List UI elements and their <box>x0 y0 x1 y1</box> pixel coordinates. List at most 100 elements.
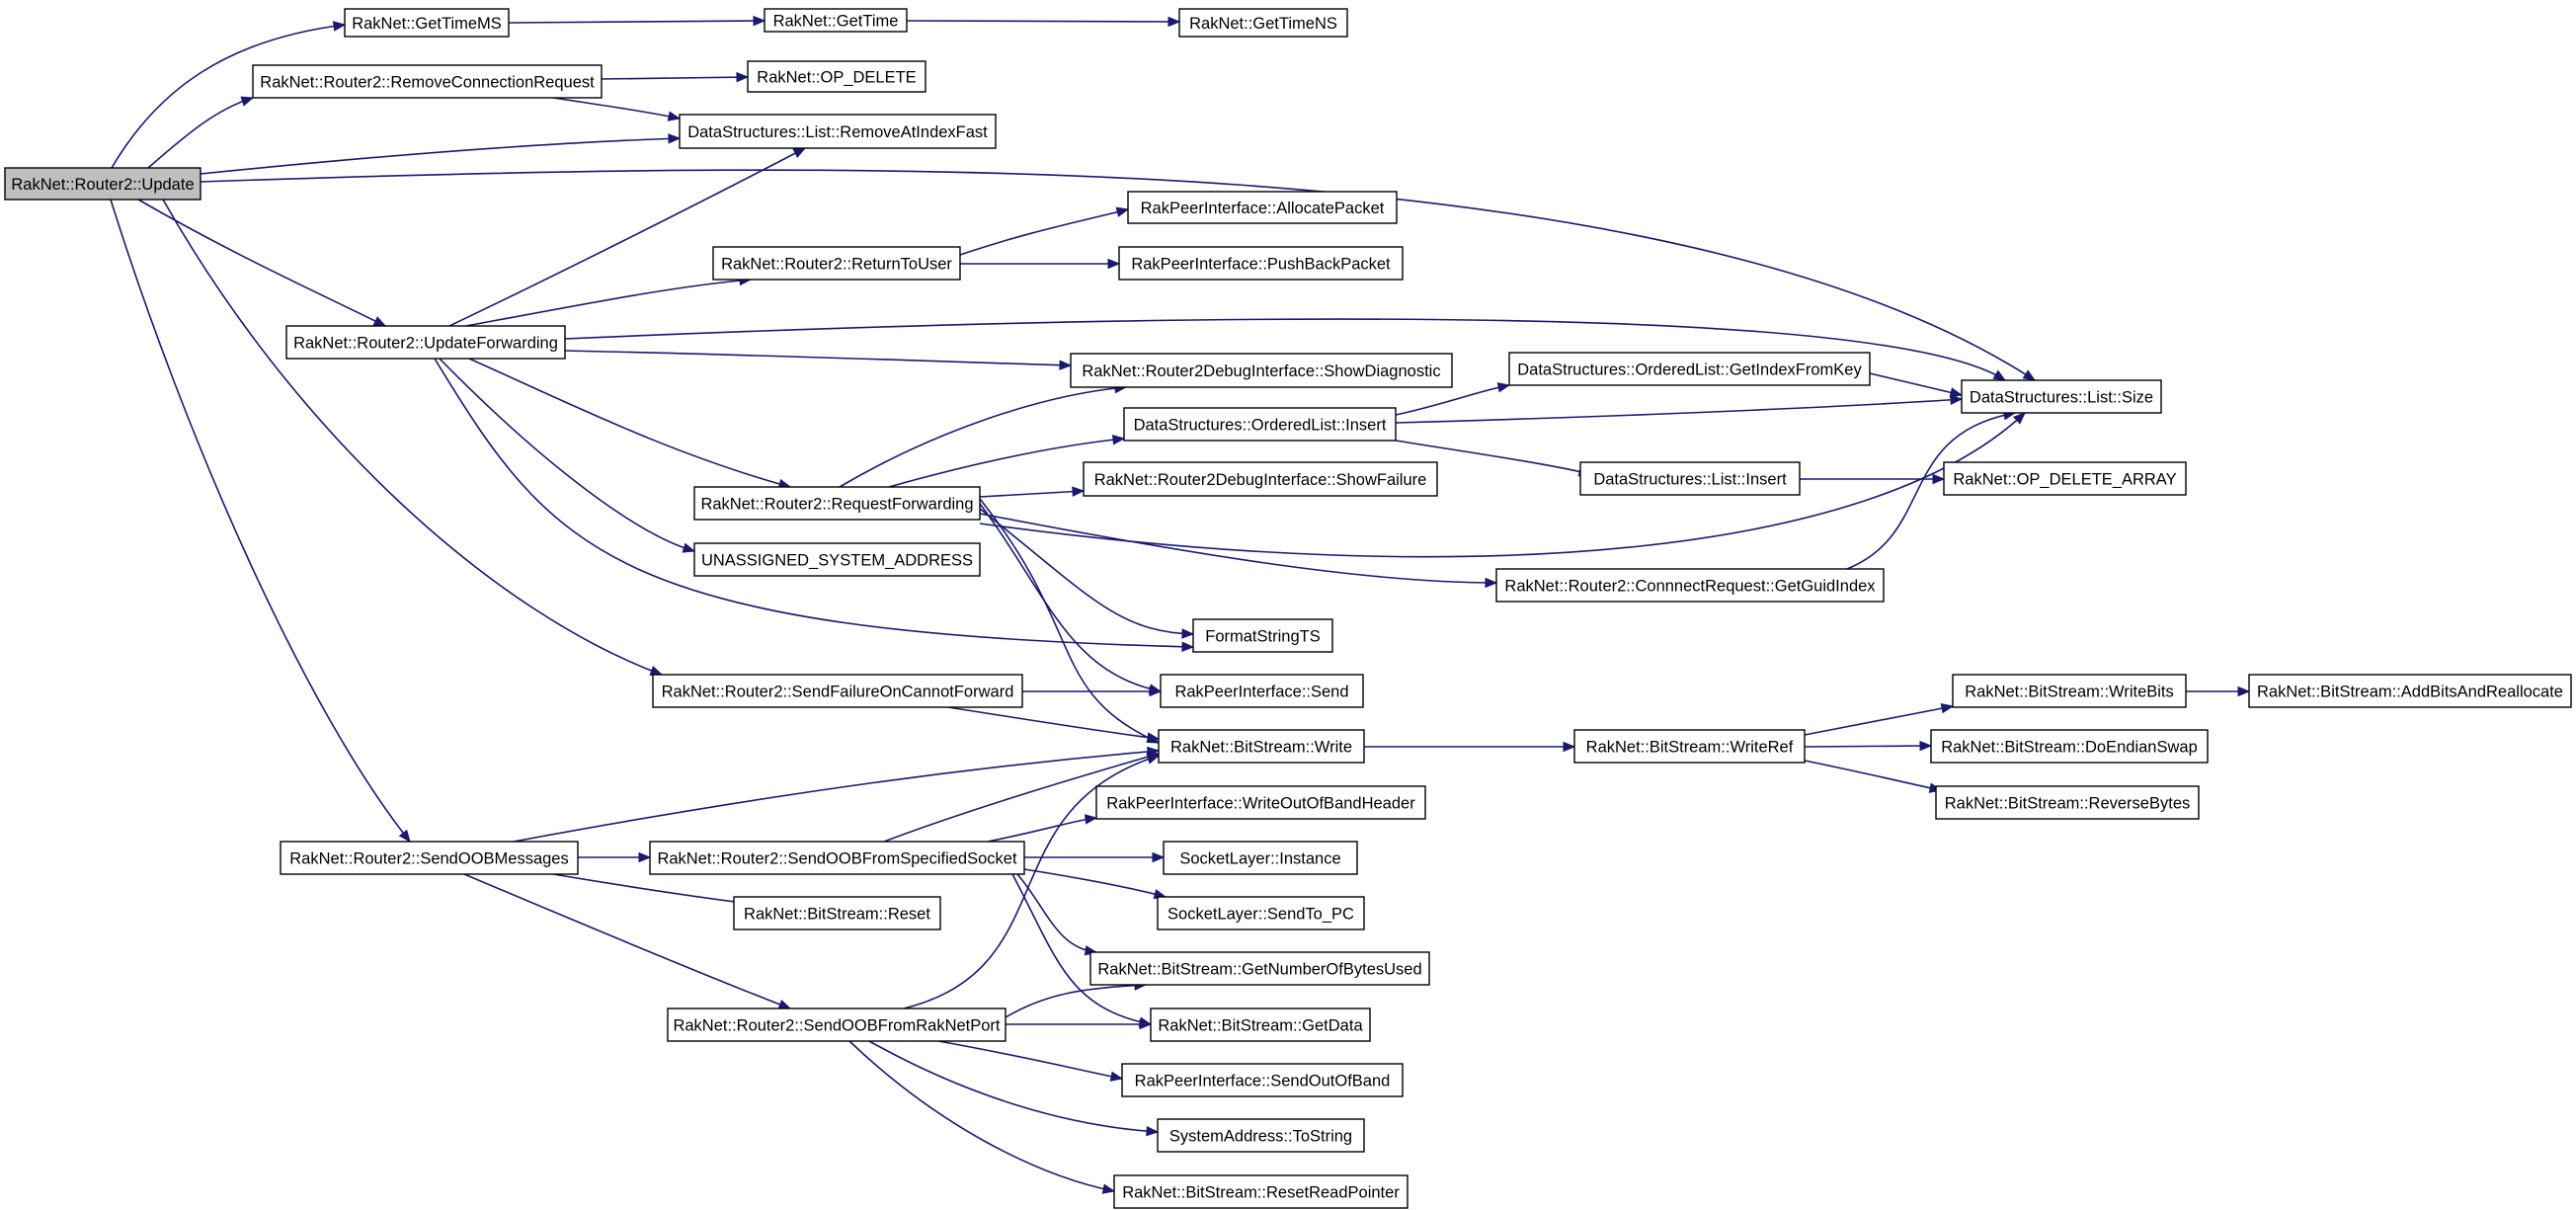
node-label: UNASSIGNED_SYSTEM_ADDRESS <box>701 552 973 570</box>
node-tostring[interactable]: SystemAddress::ToString <box>1157 1118 1365 1153</box>
edge-removeconn-to-removeatindex <box>552 97 682 121</box>
node-socketinstance[interactable]: SocketLayer::Instance <box>1163 841 1358 875</box>
node-writeref[interactable]: RakNet::BitStream::WriteRef <box>1573 729 1806 764</box>
node-box <box>1935 785 2200 820</box>
node-showdiagnostic[interactable]: RakNet::Router2DebugInterface::ShowDiagn… <box>1070 353 1453 388</box>
edge-line <box>110 199 411 843</box>
node-bsreset[interactable]: RakNet::BitStream::Reset <box>733 896 941 930</box>
node-box <box>285 325 566 360</box>
node-writebits[interactable]: RakNet::BitStream::WriteBits <box>1952 674 2187 708</box>
node-label: RakNet::Router2DebugInterface::ShowFailu… <box>1094 471 1427 489</box>
node-gettimens[interactable]: RakNet::GetTimeNS <box>1178 8 1348 38</box>
node-updateforwarding[interactable]: RakNet::Router2::UpdateForwarding <box>285 325 566 360</box>
node-sendoobmessages[interactable]: RakNet::Router2::SendOOBMessages <box>280 841 579 875</box>
edge-sendoobraknet-to-resetreadpointer <box>848 1040 1116 1194</box>
node-listsize[interactable]: DataStructures::List::Size <box>1961 379 2162 414</box>
node-requestforwarding[interactable]: RakNet::Router2::RequestForwarding <box>693 486 981 521</box>
node-showfailure[interactable]: RakNet::Router2DebugInterface::ShowFailu… <box>1083 461 1438 497</box>
edge-listinsert-to-opdeletearray <box>1800 473 1946 485</box>
node-label: RakNet::Router2::UpdateForwarding <box>293 335 558 353</box>
node-getnumbytes[interactable]: RakNet::BitStream::GetNumberOfBytesUsed <box>1089 951 1430 986</box>
node-sendoobraknet[interactable]: RakNet::Router2::SendOOBFromRakNetPort <box>667 1008 1006 1042</box>
arrowhead-icon <box>682 542 696 553</box>
node-label: RakNet::Router2::RequestForwarding <box>700 496 973 514</box>
edge-update-to-gettimems <box>111 21 347 169</box>
node-orderedinsert[interactable]: DataStructures::OrderedList::Insert <box>1123 407 1397 442</box>
node-label: RakNet::BitStream::ResetReadPointer <box>1122 1184 1400 1202</box>
edge-update-to-listsize <box>200 169 2037 381</box>
node-unassigned[interactable]: UNASSIGNED_SYSTEM_ADDRESS <box>693 542 981 577</box>
edge-sendoobraknet-to-tostring <box>868 1040 1160 1137</box>
edge-requestforwarding-to-showfailure <box>979 486 1086 498</box>
edge-line <box>987 817 1097 843</box>
node-box <box>1178 8 1348 38</box>
node-reversebytes[interactable]: RakNet::BitStream::ReverseBytes <box>1935 785 2200 820</box>
edge-orderedinsert-to-listsize <box>1395 394 1964 424</box>
arrowhead-icon <box>398 829 411 844</box>
node-writeoob[interactable]: RakPeerInterface::WriteOutOfBandHeader <box>1095 785 1426 820</box>
edge-sendoobraknet-to-getdata <box>1006 1018 1153 1030</box>
edge-line <box>200 169 2036 381</box>
node-label: RakNet::BitStream::WriteRef <box>1586 739 1794 757</box>
arrowhead-icon <box>1950 394 1964 406</box>
edge-sendfailure-to-bswrite <box>947 706 1161 743</box>
node-label: RakNet::BitStream::Write <box>1170 739 1352 757</box>
edge-line <box>111 24 346 169</box>
arrowhead-icon <box>736 71 750 83</box>
node-sendfailure[interactable]: RakNet::Router2::SendFailureOnCannotForw… <box>652 674 1023 708</box>
arrowhead-icon <box>1485 577 1498 589</box>
node-box <box>1943 461 2187 496</box>
edge-line <box>903 755 1160 1009</box>
node-sendoobsocket[interactable]: RakNet::Router2::SendOOBFromSpecifiedSoc… <box>649 841 1025 875</box>
edge-sendfailure-to-rpisend <box>1022 686 1163 697</box>
edge-line <box>465 279 752 327</box>
node-box <box>693 486 981 521</box>
node-getdata[interactable]: RakNet::BitStream::GetData <box>1150 1008 1371 1042</box>
node-label: RakNet::Router2::ReturnToUser <box>721 256 952 274</box>
arrowhead-icon <box>1109 1071 1124 1082</box>
node-removeatindex[interactable]: DataStructures::List::RemoveAtIndexFast <box>679 114 997 149</box>
node-bswrite[interactable]: RakNet::BitStream::Write <box>1158 729 1365 764</box>
node-box <box>1508 352 1871 386</box>
node-formatstringts[interactable]: FormatStringTS <box>1192 618 1333 653</box>
node-gettime[interactable]: RakNet::GetTime <box>764 8 908 33</box>
node-getguidindex[interactable]: RakNet::Router2::ConnnectRequest::GetGui… <box>1495 568 1885 603</box>
node-removeconn[interactable]: RakNet::Router2::RemoveConnectionRequest <box>252 64 603 99</box>
node-opdeletearray[interactable]: RakNet::OP_DELETE_ARRAY <box>1943 461 2187 496</box>
node-sendtopc[interactable]: SocketLayer::SendTo_PC <box>1157 896 1365 930</box>
edge-line <box>552 97 681 120</box>
node-box <box>1157 896 1365 930</box>
node-getindexfromkey[interactable]: DataStructures::OrderedList::GetIndexFro… <box>1508 352 1871 386</box>
node-resetreadpointer[interactable]: RakNet::BitStream::ResetReadPointer <box>1113 1174 1409 1209</box>
node-label: RakPeerInterface::PushBackPacket <box>1131 256 1391 274</box>
node-box <box>1961 379 2162 414</box>
edge-line <box>434 358 1194 648</box>
node-allocatepacket[interactable]: RakPeerInterface::AllocatePacket <box>1127 191 1398 224</box>
node-pushbackpacket[interactable]: RakPeerInterface::PushBackPacket <box>1118 246 1404 281</box>
edge-update-to-removeconn <box>147 96 255 169</box>
edge-gettime-to-gettimens <box>906 16 1181 28</box>
node-label: RakNet::Router2::SendOOBMessages <box>289 850 568 868</box>
node-doendianswap[interactable]: RakNet::BitStream::DoEndianSwap <box>1930 729 2209 764</box>
node-update[interactable]: RakNet::Router2::Update <box>4 167 201 201</box>
node-opdelete[interactable]: RakNet::OP_DELETE <box>747 60 926 93</box>
node-addbits[interactable]: RakNet::BitStream::AddBitsAndReallocate <box>2248 674 2572 708</box>
node-gettimems[interactable]: RakNet::GetTimeMS <box>344 8 510 38</box>
node-sendoutofband[interactable]: RakPeerInterface::SendOutOfBand <box>1121 1063 1404 1097</box>
node-box <box>1163 841 1358 875</box>
edge-line <box>888 438 1125 488</box>
node-label: DataStructures::List::Insert <box>1593 471 1787 489</box>
edge-updateforwarding-to-removeatindex <box>448 147 807 327</box>
node-box <box>1157 1118 1365 1153</box>
edge-line <box>513 750 1160 843</box>
node-returntouser[interactable]: RakNet::Router2::ReturnToUser <box>712 246 961 281</box>
node-label: RakNet::GetTimeNS <box>1189 15 1337 33</box>
edge-line <box>1005 984 1147 1018</box>
node-rpisend[interactable]: RakPeerInterface::Send <box>1160 674 1364 708</box>
node-box <box>747 60 926 93</box>
edge-line <box>552 873 752 905</box>
arrowhead-icon <box>1115 206 1130 217</box>
node-listinsert[interactable]: DataStructures::List::Insert <box>1579 461 1801 496</box>
edge-line <box>162 199 663 676</box>
node-box <box>733 896 941 930</box>
